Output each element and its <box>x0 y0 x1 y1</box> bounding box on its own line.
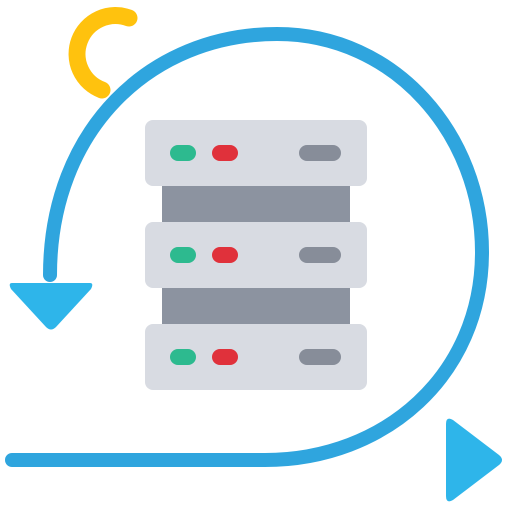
cycle-arc <box>5 27 489 467</box>
status-led-red-icon <box>212 247 238 263</box>
rack-gap <box>162 180 350 230</box>
status-led-green-icon <box>170 247 196 263</box>
drive-slot-icon <box>299 145 341 161</box>
right-arrowhead-icon <box>446 418 502 502</box>
down-arrowhead-icon <box>9 283 93 330</box>
status-led-green-icon <box>170 145 196 161</box>
server-unit <box>145 324 367 390</box>
status-led-red-icon <box>212 145 238 161</box>
drive-slot-icon <box>299 349 341 365</box>
drive-slot-icon <box>299 247 341 263</box>
rack-gap <box>162 282 350 332</box>
server-rack <box>145 120 367 390</box>
yellow-arc-icon <box>68 7 138 99</box>
status-led-red-icon <box>212 349 238 365</box>
server-unit <box>145 222 367 288</box>
status-led-green-icon <box>170 349 196 365</box>
server-unit <box>145 120 367 186</box>
